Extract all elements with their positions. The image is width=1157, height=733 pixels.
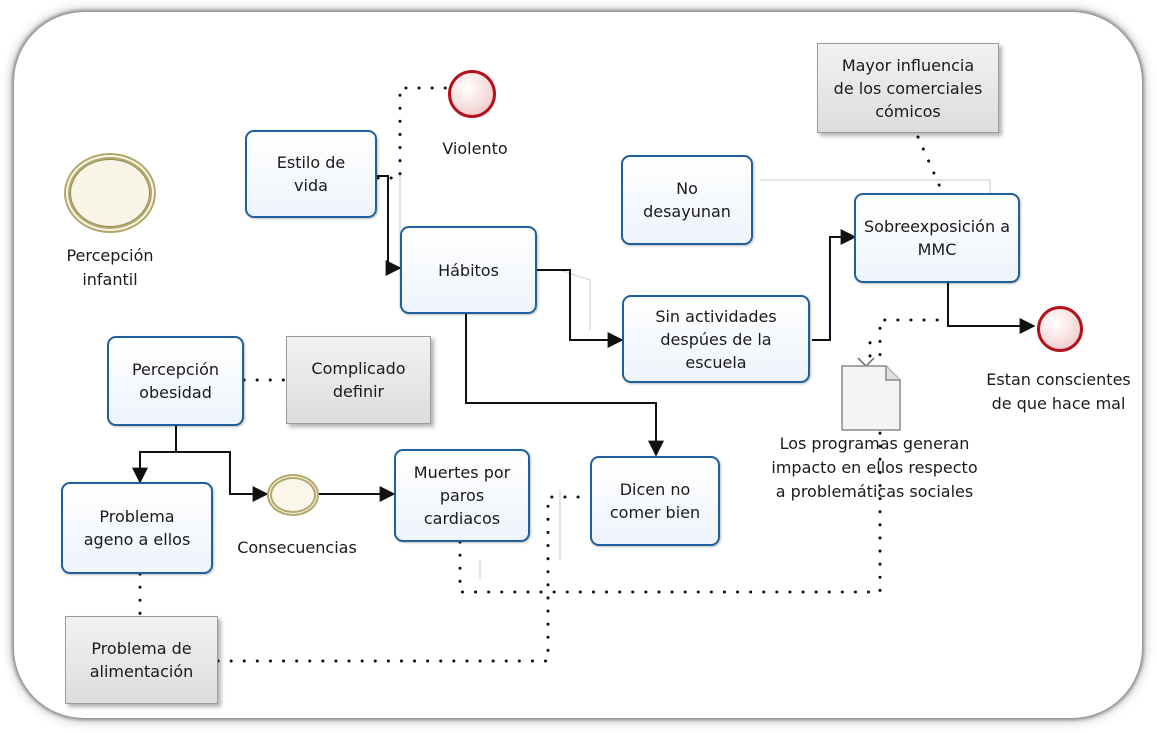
flow-sobreexposicion-end bbox=[947, 283, 1036, 334]
task-problema-ageno[interactable]: Problema ageno a ellos bbox=[61, 482, 213, 574]
start-event-percepcion-infantil[interactable] bbox=[64, 153, 156, 233]
flow-percepcion-problema bbox=[132, 426, 177, 484]
note-mayor-influencia[interactable]: Mayor influencia de los comerciales cómi… bbox=[817, 43, 999, 133]
flow-habitos-dicen-no bbox=[465, 314, 664, 457]
task-label: Sin actividades despúes de la escuela bbox=[655, 306, 777, 372]
label-violento: Violento bbox=[442, 139, 508, 158]
end-event-violento[interactable] bbox=[448, 70, 496, 118]
task-habitos[interactable]: Hábitos bbox=[400, 226, 537, 314]
task-no-desayunan[interactable]: No desayunan bbox=[621, 155, 753, 245]
task-label: Problema ageno a ellos bbox=[83, 507, 191, 549]
task-dicen-no-comer-bien[interactable]: Dicen no comer bien bbox=[590, 456, 720, 546]
task-sobreexposicion[interactable]: Sobreexposición a MMC bbox=[854, 193, 1020, 283]
note-label: Complicado definir bbox=[311, 359, 406, 401]
task-label: Muertes por paros cardiacos bbox=[413, 463, 511, 528]
task-sin-actividades[interactable]: Sin actividades despúes de la escuela bbox=[622, 295, 810, 383]
intermediate-event-consecuencias[interactable] bbox=[267, 474, 319, 516]
task-label: No desayunan bbox=[643, 179, 731, 221]
label-consecuencias: Consecuencias bbox=[237, 538, 357, 557]
note-label: Mayor influencia de los comerciales cómi… bbox=[833, 55, 983, 121]
assoc-estilo-violento bbox=[376, 86, 449, 180]
document-icon[interactable] bbox=[838, 352, 906, 432]
label-percepcion-infantil: Percepción infantil bbox=[66, 246, 154, 289]
task-estilo-de-vida[interactable]: Estilo de vida bbox=[245, 130, 377, 218]
task-label: Estilo de vida bbox=[276, 153, 346, 195]
task-label: Hábitos bbox=[438, 260, 499, 280]
flow-percepcion-consecuencias bbox=[176, 451, 269, 502]
flow-estilo-habitos bbox=[376, 175, 402, 276]
note-problema-alimentacion[interactable]: Problema de alimentación bbox=[65, 616, 218, 704]
task-percepcion-obesidad[interactable]: Percepción obesidad bbox=[107, 336, 244, 426]
task-label: Percepción obesidad bbox=[131, 360, 220, 402]
end-event-conscientes[interactable] bbox=[1037, 306, 1083, 352]
task-label: Dicen no comer bien bbox=[609, 480, 701, 522]
task-label: Sobreexposición a MMC bbox=[864, 217, 1010, 259]
flow-sin-actividades-sobreexposicion bbox=[812, 229, 857, 341]
label-estan-conscientes: Estan conscientes de que hace mal bbox=[986, 370, 1131, 413]
note-complicado-definir[interactable]: Complicado definir bbox=[286, 336, 431, 424]
task-muertes-paros[interactable]: Muertes por paros cardiacos bbox=[394, 449, 530, 542]
label-los-programas: Los programas generan impacto en ellos r… bbox=[771, 434, 978, 501]
flow-habitos-sin-actividades bbox=[536, 269, 624, 348]
note-label: Problema de alimentación bbox=[89, 639, 194, 681]
assoc-influencia-sobre bbox=[916, 135, 946, 198]
